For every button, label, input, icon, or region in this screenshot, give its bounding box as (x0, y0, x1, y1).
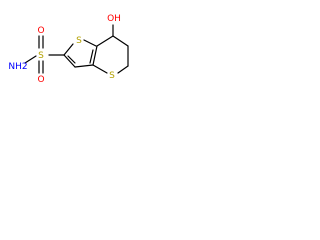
bond-s-n (24, 55, 37, 64)
bond-c7a-c3a-inner (89, 49, 94, 64)
sulfonyl-sulfur-label: S (38, 51, 44, 61)
sulfonyl-oxygen-bottom-label: O (37, 75, 44, 85)
thiopyran-sulfur-label: S (109, 71, 115, 81)
bond-c3-c2 (63, 54, 76, 68)
amine-label: NH2 (8, 62, 27, 72)
bond-group (24, 24, 129, 74)
bond-s4-c3a (92, 64, 108, 74)
bond-c7a-c7 (96, 35, 114, 47)
bond-c2-s1 (63, 43, 74, 56)
molecule-canvas: S O O NH2 S S OH (0, 0, 171, 111)
bond-c3a-c3 (74, 64, 94, 68)
molecule-structure: S O O NH2 S S OH (8, 14, 129, 85)
atom-labels: S O O NH2 S S OH (8, 14, 121, 85)
bond-c5-s4 (117, 65, 129, 74)
thiophene-sulfur-label: S (76, 36, 82, 46)
hydroxyl-label: OH (107, 14, 121, 24)
bond-c7-c6 (112, 35, 129, 47)
bond-s1-c7a (83, 39, 97, 47)
bond-c3-c2-inner (67, 55, 76, 64)
sulfonyl-oxygen-top-label: O (37, 26, 44, 36)
bond-c7a-c3a (92, 45, 98, 66)
